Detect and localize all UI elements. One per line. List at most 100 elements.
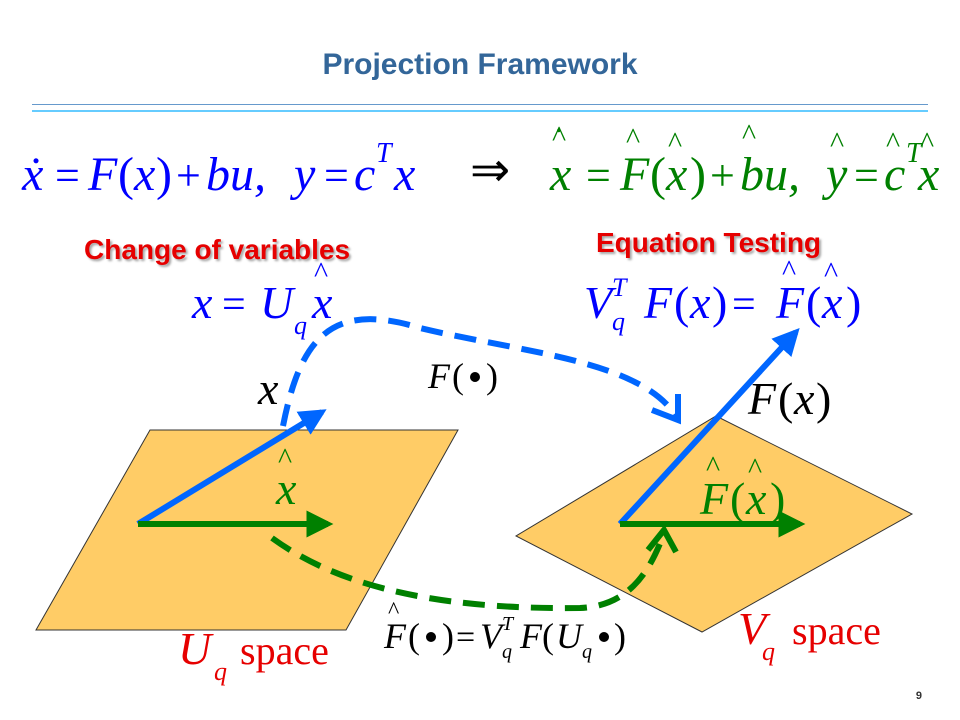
svg-text:y: y: [289, 148, 316, 201]
svg-text:(: (: [118, 148, 134, 201]
top-mapping-arrowhead: [650, 394, 681, 425]
svg-text:F: F: [427, 356, 451, 396]
change-of-variables-formula: x = U q x ^: [191, 256, 333, 340]
svg-text:^: ^: [748, 452, 762, 485]
svg-text:x: x: [311, 277, 333, 328]
svg-text:V: V: [480, 616, 506, 656]
reduced-system-equation: x ^ . = F ^ ( x ^ ) + b ^ u, y ^ = c ^ T…: [549, 106, 939, 201]
original-system-equation: ẋ = F ( x ) + bu, y = c T x: [21, 138, 415, 201]
left-subspace-plane: [35, 429, 459, 631]
left-space-label: U q space: [178, 623, 329, 686]
bottom-mapping-curve: [270, 534, 666, 612]
svg-text:^: ^: [706, 450, 720, 483]
svg-text:^: ^: [314, 256, 328, 289]
svg-text:^: ^: [824, 256, 838, 289]
svg-text:=: =: [854, 151, 879, 200]
equation-testing-formula: V T q F ( x ) = F ^ ( x ^ ): [584, 254, 861, 336]
svg-text:c: c: [354, 148, 375, 201]
svg-text:c: c: [884, 148, 905, 201]
implies-arrow: ⇒: [470, 144, 510, 197]
svg-text:V: V: [584, 277, 617, 328]
map-top-label: F ( ): [427, 356, 498, 396]
svg-text:T: T: [906, 138, 924, 169]
svg-text:(: (: [452, 356, 464, 396]
svg-text:): ): [770, 473, 785, 524]
svg-text:x: x: [549, 148, 571, 201]
right-space-label: V q space: [738, 603, 881, 666]
svg-text:+: +: [176, 151, 201, 200]
svg-text:(: (: [730, 473, 745, 524]
svg-text:T: T: [502, 613, 515, 635]
svg-text:x: x: [191, 277, 213, 328]
svg-text:=: =: [324, 151, 349, 200]
svg-text:q: q: [214, 657, 227, 686]
title-rule-light: [32, 110, 928, 112]
svg-text:U: U: [260, 277, 296, 328]
svg-text:x: x: [665, 148, 687, 201]
svg-text:x: x: [689, 277, 711, 328]
svg-text:=: =: [456, 619, 475, 656]
vector-x-arrow: [136, 409, 327, 527]
bottom-mapping-arrowhead: [645, 524, 679, 554]
svg-text:): ): [846, 277, 861, 328]
vector-xhat-label: x ^: [275, 442, 297, 514]
svg-text:^: ^: [626, 122, 640, 155]
svg-text:(: (: [806, 277, 821, 328]
svg-text:(: (: [408, 616, 420, 656]
svg-text:): ): [614, 616, 626, 656]
page-number: 9: [915, 690, 922, 702]
svg-text:+: +: [710, 151, 735, 200]
svg-text:^: ^: [278, 442, 292, 475]
svg-text:(: (: [542, 616, 554, 656]
svg-text:V: V: [738, 603, 771, 654]
svg-text:=: =: [222, 282, 246, 328]
top-mapping-curve: [280, 316, 679, 427]
svg-text:F: F: [699, 473, 729, 524]
svg-text:q: q: [762, 637, 775, 666]
svg-text:): ): [816, 373, 831, 424]
svg-text:u,: u,: [764, 148, 800, 201]
map-bottom-formula: F ^ ( ) = V T q F ( U q ): [383, 598, 626, 663]
svg-text:U: U: [178, 623, 214, 674]
vector-Fhat-label: F ^ ( x ^ ): [699, 450, 785, 524]
svg-text:): ): [486, 356, 498, 396]
svg-text:F: F: [383, 616, 407, 656]
svg-text:(: (: [650, 148, 666, 201]
svg-text:q: q: [612, 307, 625, 336]
svg-text:b: b: [740, 148, 764, 201]
svg-text:^: ^: [388, 598, 399, 624]
svg-text:): ): [712, 277, 727, 328]
svg-text:(: (: [674, 277, 689, 328]
svg-text:T: T: [376, 138, 394, 169]
svg-text:F: F: [775, 277, 805, 328]
svg-text:space: space: [792, 608, 881, 653]
svg-text:): ): [690, 148, 706, 201]
svg-text:x: x: [393, 148, 415, 201]
svg-text:F: F: [747, 373, 777, 424]
svg-text:F: F: [87, 148, 118, 201]
svg-text:y: y: [821, 148, 848, 201]
svg-text:x: x: [917, 148, 939, 201]
svg-text:q: q: [294, 311, 307, 340]
svg-text:U: U: [556, 616, 584, 656]
svg-text:T: T: [612, 273, 628, 302]
slide-title: Projection Framework: [322, 48, 638, 81]
svg-text:x: x: [745, 473, 767, 524]
vector-Fx-arrow: [617, 328, 800, 527]
svg-text:(: (: [778, 373, 793, 424]
svg-text:x: x: [275, 463, 297, 514]
svg-text:=: =: [586, 151, 611, 200]
svg-text:x: x: [821, 277, 843, 328]
svg-text:F: F: [519, 616, 543, 656]
title-rule-dark: [32, 104, 928, 105]
svg-text:F: F: [643, 277, 673, 328]
svg-text:bu,: bu,: [206, 148, 266, 201]
vector-x-label: x: [257, 363, 279, 414]
svg-text:F: F: [619, 148, 650, 201]
change-of-variables-heading: Change of variables: [84, 234, 351, 265]
svg-text:^: ^: [742, 118, 756, 151]
equation-testing-heading: Equation Testing: [596, 227, 822, 258]
svg-text:=: =: [732, 282, 756, 328]
svg-text:^: ^: [886, 126, 900, 159]
